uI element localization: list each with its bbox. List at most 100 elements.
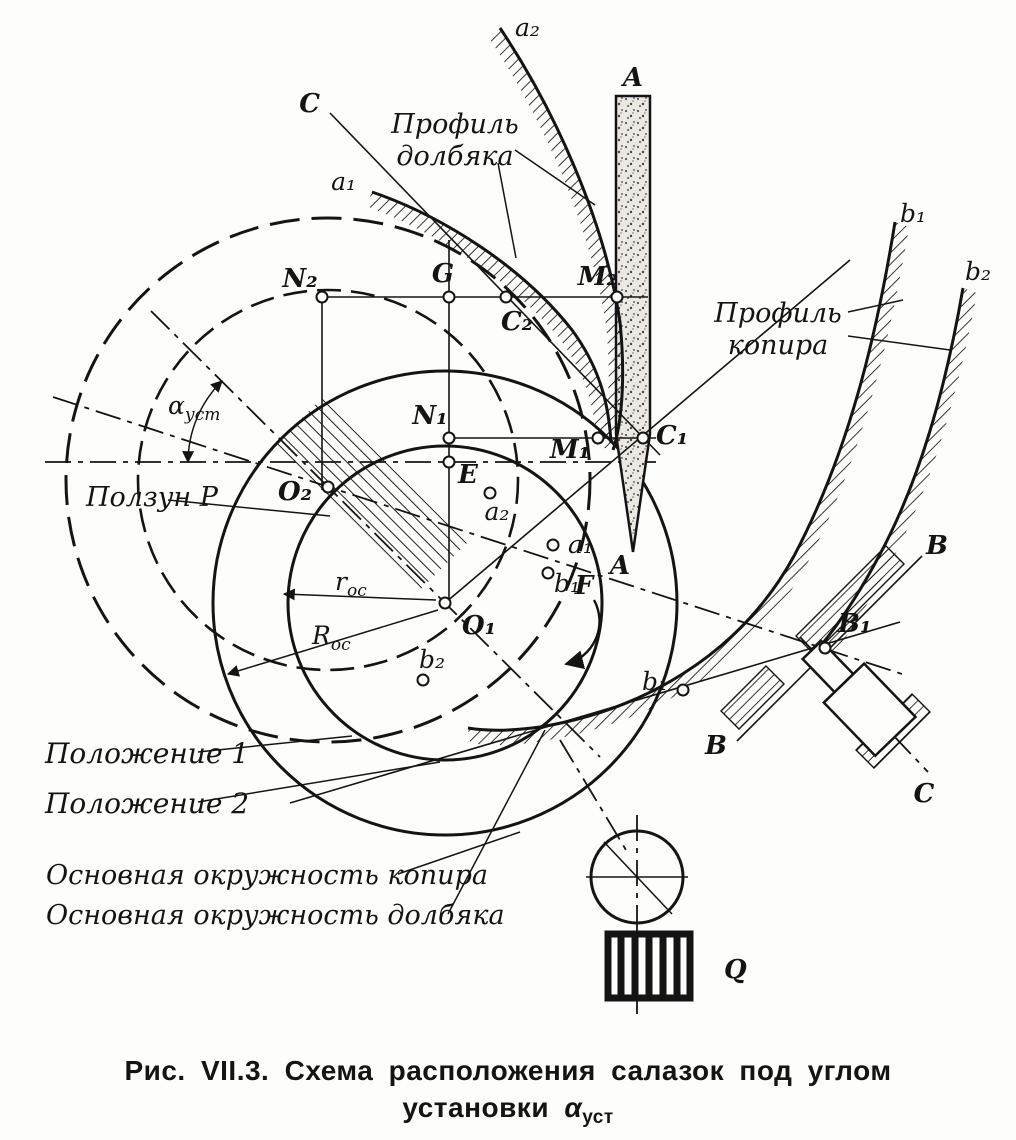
label-a1-point: a₁ [568,530,593,559]
label-R-oc: Rос [311,621,351,655]
annotation-polozhenie-1: Положение 1 [44,737,249,770]
label-A-bottom: A [607,551,630,581]
point-C1 [636,431,650,445]
caption-alpha-subscript: уст [582,1107,613,1128]
annotation-profil-dolbyaka-2: долбяка [396,141,513,172]
label-C1: C₁ [656,421,688,451]
leader-osnovnaya-dolbyaka [447,729,546,915]
label-a2-top: a₂ [515,13,540,42]
cutter-base-circle-position1 [136,288,520,672]
label-O2: O₂ [278,477,312,507]
R-subscript: ос [331,635,351,655]
r-subscript: ос [347,581,367,601]
label-C-lower: C [914,779,935,809]
point-N2 [315,290,329,304]
figure-caption: Рис. VII.3. Схема расположения салазок п… [124,1055,891,1128]
crank-assembly [586,829,694,1002]
point-markers [315,290,832,697]
annotation-profil-kopira-2: копира [728,330,829,361]
crank-link-line [559,739,627,851]
leader-profil-dolbyaka-2 [497,162,517,259]
point-O2 [321,480,335,494]
point-C2 [499,290,513,304]
label-b1-right: b₁ [900,199,926,228]
point-M1 [591,431,605,445]
tangent-line-to-B1 [289,621,901,804]
leader-lines [167,149,951,915]
label-O1: O₁ [462,611,496,641]
leader-polozhenie-1 [197,735,353,753]
piston [800,639,918,758]
leader-profil-dolbyaka-1 [514,149,596,206]
label-b1-lower: b₁ [642,667,668,696]
line-O1-C1-extended [444,259,851,604]
radius-arrow-R-oc [226,609,439,677]
point-b1-lower [676,683,690,697]
cutter-profile-a2-curve [498,27,625,451]
label-A-top: A [620,63,643,93]
label-B1: B₁ [837,609,871,639]
point-b1 [541,566,555,580]
annotation-polzun: Ползун Р [85,482,219,513]
label-C-top: C [299,89,320,119]
labels: a₂ A C a₁ b₁ b₂ N₂ G M₂ C₂ N₁ M₁ C₁ E O₂… [168,13,991,985]
point-E [442,455,456,469]
guide-strip-lower [720,665,785,730]
caption-line-2: установки αуст [402,1092,613,1128]
cutter-profile-a2-hatch [487,28,623,450]
leader-polzun [167,499,331,517]
label-b2-point: b₂ [419,645,445,674]
point-b2 [416,673,430,687]
caption-line-2-text: установки [402,1092,564,1123]
annotation-osnovnaya-kopira: Основная окружность копира [46,860,488,891]
label-r-oc: rос [335,567,367,601]
point-G [442,290,456,304]
label-M2: M₂ [577,262,618,292]
leader-osnovnaya-kopira [397,831,521,875]
copier-profile-b2-hatch [818,288,977,659]
cutter-profile-a1-curve [371,190,613,444]
leader-profil-kopira-2 [847,335,951,351]
alpha-symbol: α [168,391,185,420]
alpha-subscript: уст [184,405,221,425]
label-C2: C₂ [501,307,533,337]
label-Q: Q [724,955,747,985]
point-M2 [610,290,624,304]
radius-arrow-r-oc [282,588,437,601]
point-a1 [546,538,560,552]
annotations: Профиль долбяка Профиль копира Ползун Р … [44,109,842,931]
label-alpha-ust: αуст [168,391,220,425]
crank-diagonal-line [603,841,673,915]
label-N1: N₁ [411,401,447,431]
point-O1 [438,596,452,610]
copier-profile-b1-curve [467,221,897,732]
R-symbol: R [311,621,331,650]
label-a2-point: a₂ [485,497,510,526]
label-b2-right: b₂ [965,257,991,286]
counterweight-block [604,930,694,1002]
label-B-bottom: B [704,731,727,761]
caption-alpha: α [564,1092,583,1123]
label-a1-start: a₁ [331,167,356,196]
label-B-top: B [925,531,948,561]
label-G: G [432,259,454,289]
guide-assembly [720,545,931,769]
label-M1: M₁ [549,435,590,465]
alpha-ust-arc [182,380,223,464]
label-N2: N₂ [281,264,317,294]
force-F-arrow [564,599,601,670]
cutter-profile [366,27,625,451]
annotation-polozhenie-2: Положение 2 [44,787,249,820]
label-E: E [457,460,479,490]
leader-profil-kopira-1 [847,299,904,313]
point-N1 [442,431,456,445]
label-F: F [574,571,595,601]
copier-base-circle-position2 [211,369,679,837]
label-b1-point: b₁ [554,569,580,598]
caption-line-1: Рис. VII.3. Схема расположения салазок п… [124,1055,891,1086]
annotation-profil-dolbyaka-1: Профиль [390,109,519,140]
annotation-osnovnaya-dolbyaka: Основная окружность долбяка [46,900,505,931]
point-a2 [483,486,497,500]
